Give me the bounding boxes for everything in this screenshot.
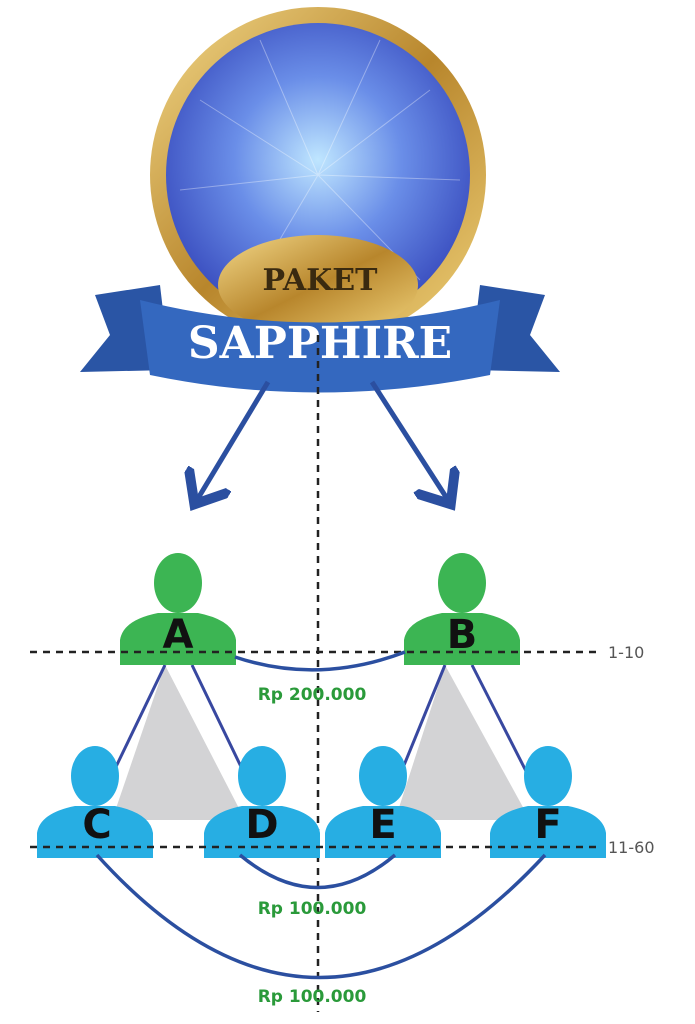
gem-image <box>166 23 470 327</box>
arc-c-f <box>95 853 547 980</box>
group-a-triangle <box>112 665 245 820</box>
bonus-d-e: Rp 100.000 <box>258 899 367 919</box>
tier-2-label: 11-60 <box>608 838 655 857</box>
member-d-label: D <box>245 802 278 848</box>
emblem-title: SAPPHIRE <box>188 318 452 369</box>
bonus-c-f: Rp 100.000 <box>258 987 367 1007</box>
ribbon <box>80 285 560 393</box>
arc-a-b <box>234 650 406 672</box>
member-b-label: B <box>447 612 478 658</box>
tree-lines <box>110 664 530 776</box>
member-f-label: F <box>534 802 561 848</box>
gem-facets <box>179 39 461 291</box>
tier-1-label: 1-10 <box>608 643 644 662</box>
emblem-top-label: PAKET <box>263 263 379 298</box>
arrow-left <box>197 380 271 500</box>
bonus-a-b: Rp 200.000 <box>258 685 367 705</box>
paket-plate <box>218 235 418 335</box>
member-a-label: A <box>163 612 194 658</box>
member-c-label: C <box>82 802 111 848</box>
member-e-label: E <box>369 802 396 848</box>
group-b-triangle <box>395 665 530 820</box>
sapphire-emblem: PAKET SAPPHIRE <box>80 7 560 393</box>
arrow-right <box>369 380 448 500</box>
arc-d-e <box>238 853 397 890</box>
